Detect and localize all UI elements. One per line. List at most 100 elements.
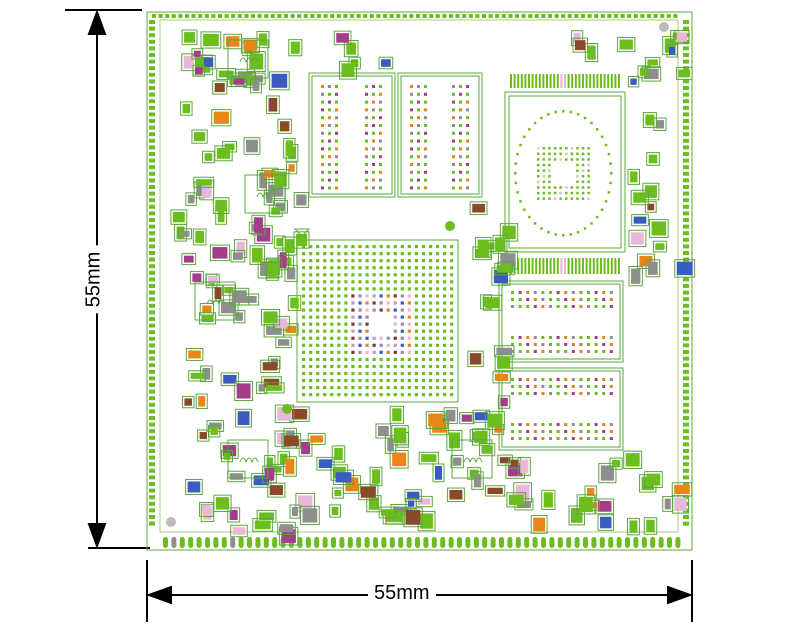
arrow-up-icon: [87, 9, 107, 35]
edge-pad-bottom: [641, 537, 647, 548]
component-outline: [484, 485, 506, 497]
memory-ball: [541, 392, 545, 395]
edge-pad-left: [149, 185, 155, 189]
memory-ball: [372, 100, 375, 104]
bga-ball: [302, 294, 306, 298]
bga-ball: [443, 350, 447, 354]
bga-ball: [344, 329, 348, 333]
component-pad: [646, 519, 655, 533]
memory-ball: [417, 131, 420, 135]
edge-pad-right: [683, 475, 689, 480]
memory-ball: [379, 178, 382, 182]
component-outline: [252, 518, 274, 532]
bga-ball: [302, 315, 306, 319]
memory-ball: [466, 100, 469, 104]
memory-ball: [410, 108, 413, 112]
edge-pad-left: [149, 237, 155, 242]
memory-ball: [556, 437, 560, 440]
component-outline: [286, 161, 298, 175]
component-pad: [218, 70, 234, 78]
bga-ball: [407, 371, 411, 376]
component-pad: [428, 413, 444, 427]
memory-ball: [571, 291, 575, 294]
edge-pad-right: [683, 376, 689, 381]
bga-ball: [421, 266, 426, 270]
bga-ball: [407, 386, 411, 390]
bga-ball: [435, 287, 440, 291]
component-pad: [647, 59, 658, 66]
memory-ball: [328, 147, 331, 151]
component-outline: [293, 231, 310, 249]
inductor-coil-icon: [239, 57, 259, 64]
edge-pad-top: [594, 14, 599, 18]
edge-pad-right: [683, 356, 689, 361]
component-pad: [481, 445, 493, 454]
bga-ball: [344, 322, 348, 326]
bga-ball: [344, 266, 348, 270]
bga-ball: [435, 393, 440, 397]
bga-ball: [421, 280, 426, 284]
memory-ball: [410, 100, 413, 104]
bga-ball: [386, 287, 390, 291]
memory-ball: [602, 291, 606, 294]
edge-pad-bottom: [406, 537, 412, 548]
bga-ball: [323, 329, 327, 333]
component-pad: [195, 231, 205, 243]
component-outline: [193, 176, 215, 188]
memory-ball: [379, 131, 382, 135]
component-pad: [253, 475, 270, 486]
bga-ball: [428, 329, 433, 333]
component-pad: [225, 36, 240, 47]
memory-ball: [511, 423, 514, 426]
edge-pad-bottom: [255, 537, 261, 548]
memory-ball: [602, 343, 606, 346]
bga-ball: [323, 378, 327, 383]
edge-pad-top: [416, 14, 420, 18]
bga-ball: [316, 350, 320, 354]
edge-pad-bottom: [515, 537, 521, 548]
memory-ball: [602, 336, 606, 339]
bga-ball: [428, 364, 433, 369]
component-outline: [506, 492, 527, 508]
edge-pad-top: [482, 14, 486, 18]
bga-ball: [365, 357, 369, 361]
component-outline: [492, 371, 511, 384]
component-pad: [184, 398, 192, 406]
bga-ball: [302, 336, 306, 340]
flash-ball: [587, 191, 590, 195]
bga-ball: [309, 364, 313, 369]
component-outline: [598, 462, 617, 484]
edge-pad-top: [198, 14, 203, 18]
flash-ball: [565, 197, 568, 200]
component-pad: [499, 457, 511, 464]
bga-ball: [407, 357, 411, 361]
edge-pad-bottom: [389, 537, 395, 548]
memory-ball: [579, 430, 583, 433]
component-outline: [212, 80, 228, 95]
bga-ball: [393, 294, 397, 298]
bga-ball: [330, 378, 334, 383]
component-pad: [288, 164, 295, 172]
bga-ball: [316, 280, 320, 284]
memory-ball: [579, 305, 583, 308]
bga-ball: [379, 378, 383, 383]
component-outline: [277, 118, 292, 134]
bga-ball: [365, 343, 369, 347]
flash-ball: [540, 116, 543, 120]
edge-pad-top: [600, 14, 605, 18]
memory-ball: [587, 291, 590, 294]
edge-pad-bottom: [431, 537, 437, 548]
flash-pin-top: [574, 74, 577, 88]
flash-pin-top: [603, 74, 606, 88]
memory-ball: [372, 131, 375, 135]
flash-ball: [542, 147, 546, 150]
memory-ball: [594, 298, 598, 301]
memory-ball: [556, 298, 560, 301]
bga-ball: [323, 393, 327, 397]
edge-pad-bottom: [398, 537, 404, 548]
component-outline: [197, 429, 210, 442]
edge-pad-left: [149, 468, 155, 473]
flash-ball: [542, 169, 546, 172]
memory-ball: [564, 305, 568, 308]
flash-ball: [514, 172, 517, 175]
